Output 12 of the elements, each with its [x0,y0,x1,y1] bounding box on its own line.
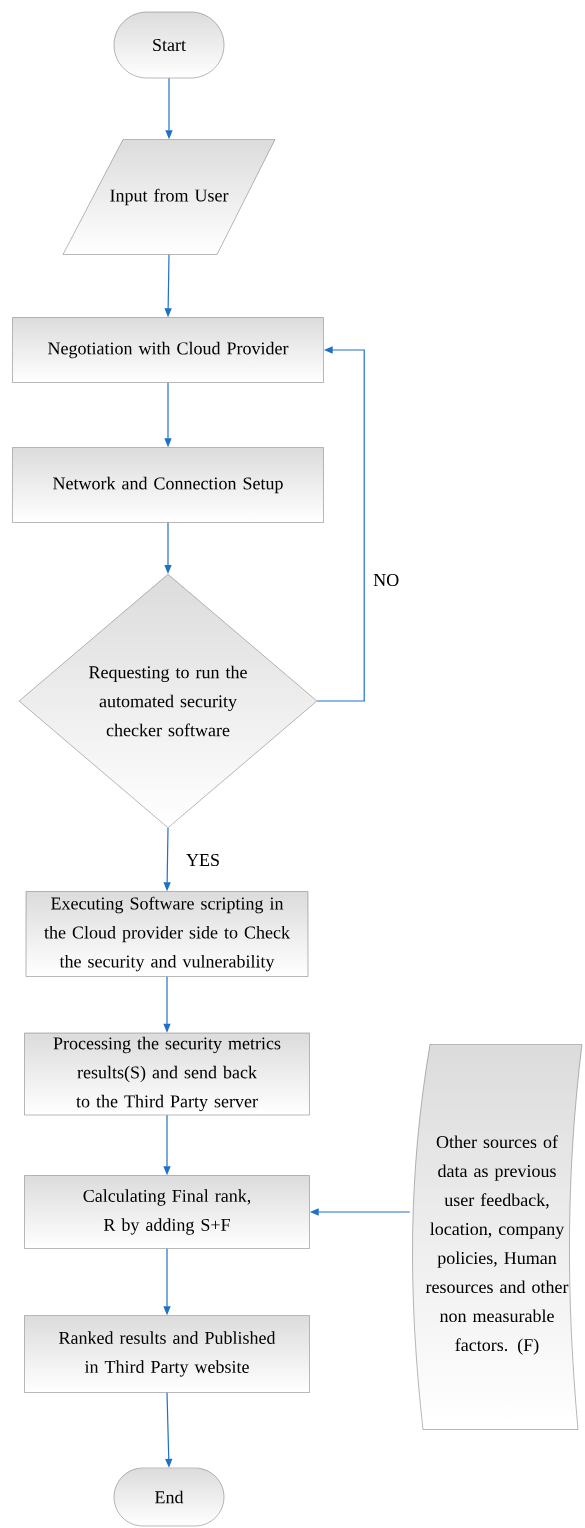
terminal-oval: Start [113,11,225,79]
process-box: Processing the security metrics results(S) and send back to the Third Party server [24,1032,310,1116]
process-box: Network and Connection Setup [12,447,324,523]
process-box: Negotiation with Cloud Provider [12,317,324,383]
process-box: Executing Software scripting in the Cloud provider side to Check the security and vulnerability [25,891,309,977]
input-parallelogram: Input from User [62,139,276,255]
terminal-oval: End [113,1467,225,1527]
process-box: Calculating Final rank, R by adding S+F [24,1175,310,1249]
process-box: Ranked results and Published in Third Party website [24,1315,310,1393]
edge-label: YES [185,853,221,868]
arrow [316,346,365,702]
edge-label: NO [372,572,401,588]
